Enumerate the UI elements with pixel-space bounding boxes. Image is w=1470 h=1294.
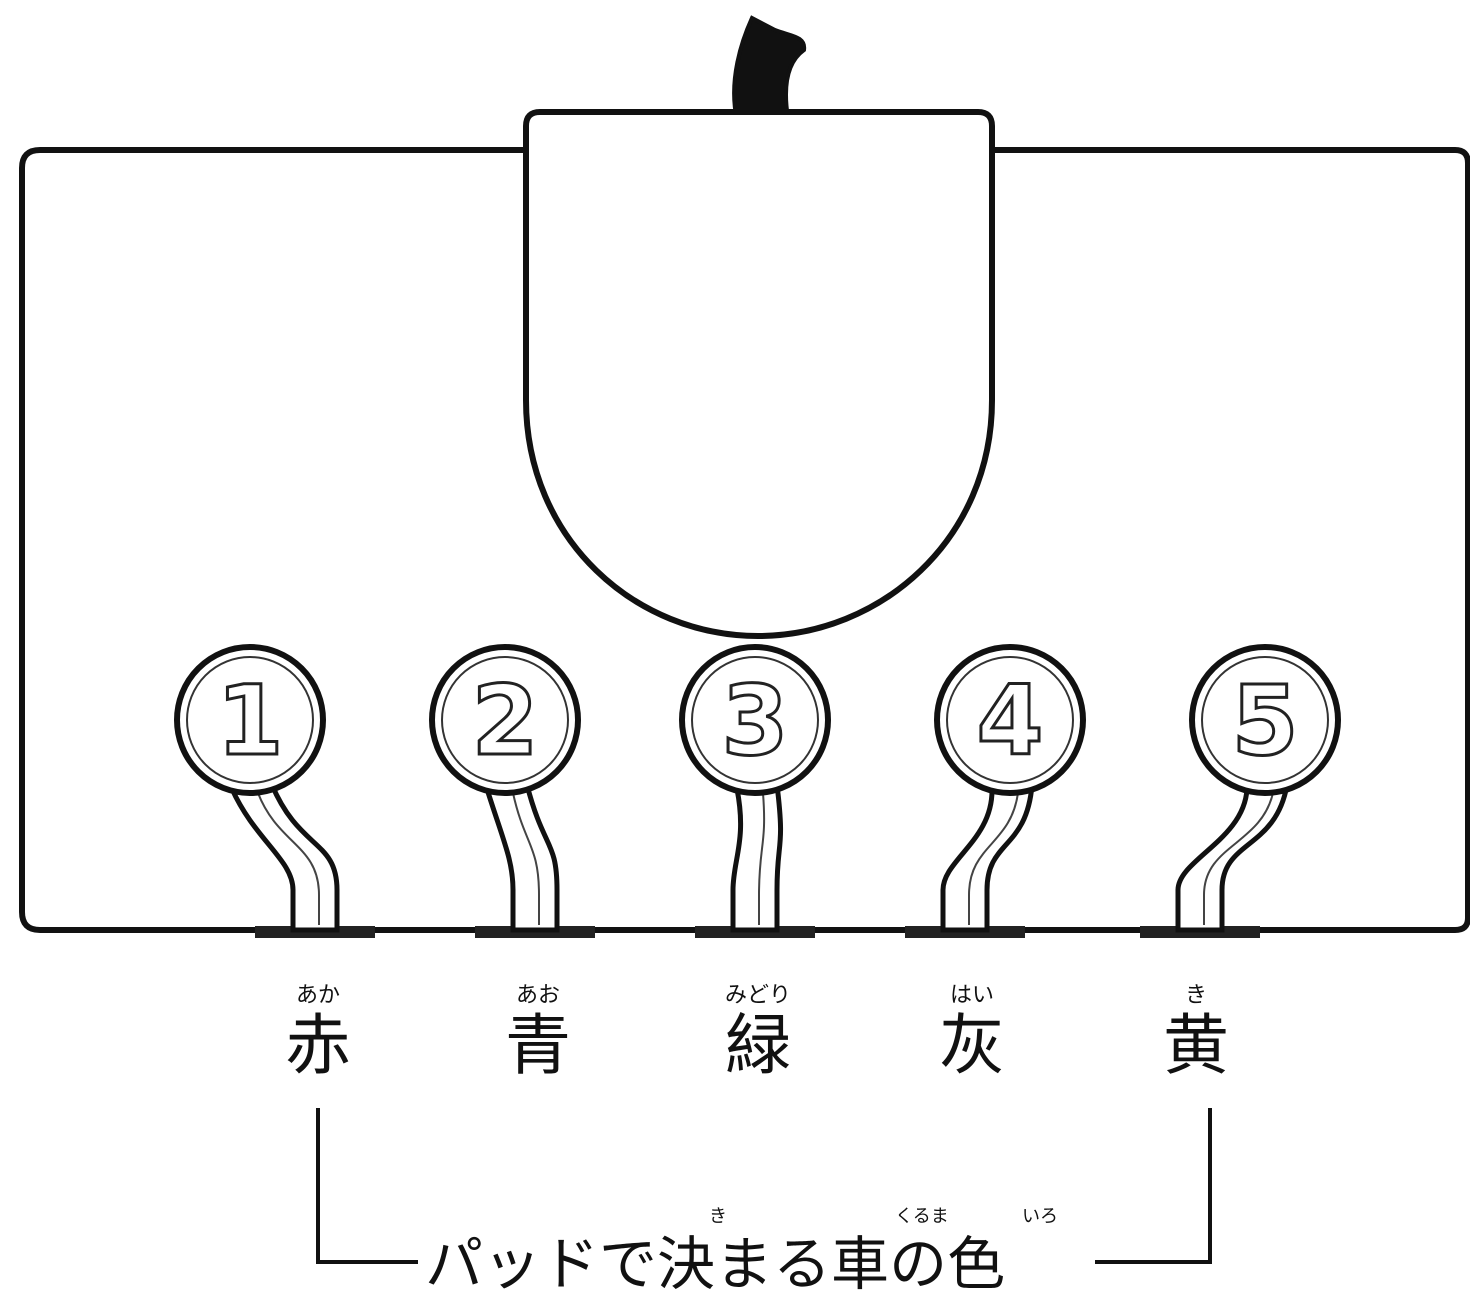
- pad-2[interactable]: 2: [429, 644, 595, 938]
- pad-inner-rim: [441, 656, 569, 784]
- pad-circle: [429, 644, 581, 796]
- pads-group: 1 2 3 4 5: [174, 644, 1341, 938]
- caption-kanji-kimaru: 決: [657, 1230, 715, 1294]
- pad-inner-rim: [1201, 656, 1329, 784]
- controller-cord: [732, 15, 807, 123]
- pad-5[interactable]: 5: [1140, 644, 1341, 938]
- caption-reading-iro: いろ: [1022, 1206, 1058, 1227]
- color-kanji: 黄: [1163, 1007, 1229, 1084]
- color-reading: あお: [516, 983, 560, 1008]
- color-reading: はい: [950, 983, 994, 1008]
- pad-circle: [679, 644, 831, 796]
- pad-stem-highlight: [758, 792, 766, 925]
- pad-3[interactable]: 3: [679, 644, 831, 938]
- color-kanji: 灰: [939, 1007, 1005, 1084]
- pad-number: 1: [217, 665, 284, 777]
- pad-number: 4: [977, 665, 1044, 777]
- color-reading: き: [1185, 983, 1207, 1008]
- caption-part-3: の: [889, 1230, 947, 1294]
- pad-stem-highlight: [968, 792, 1019, 925]
- pad-inner-rim: [946, 656, 1074, 784]
- pad-number: 5: [1232, 665, 1299, 777]
- color-reading: みどり: [725, 983, 791, 1008]
- pad-inner-rim: [186, 656, 314, 784]
- color-reading: あか: [296, 983, 340, 1008]
- pad-4[interactable]: 4: [905, 644, 1086, 938]
- pad-circle: [934, 644, 1086, 796]
- pad-1[interactable]: 1: [174, 644, 375, 938]
- color-kanji: 緑: [725, 1007, 791, 1084]
- controller-shape: [523, 109, 995, 640]
- caption-text: パッドで決まる車の色: [425, 1230, 1005, 1294]
- caption-part-1: パッドで: [425, 1230, 657, 1294]
- pad-number: 3: [722, 665, 789, 777]
- pad-inner-rim: [691, 656, 819, 784]
- caption-bracket-right: [1095, 1108, 1212, 1264]
- pad-stem-highlight: [257, 792, 320, 925]
- caption-part-2: まる: [715, 1230, 831, 1294]
- caption-bracket-left: [316, 1108, 418, 1264]
- pad-stem-highlight: [512, 792, 540, 925]
- caption-reading-kimaru: き: [709, 1206, 727, 1227]
- caption-reading-kuruma: くるま: [895, 1206, 949, 1227]
- color-kanji: 青: [505, 1007, 571, 1084]
- pad-stem: [730, 782, 784, 933]
- pad-stem: [228, 782, 340, 933]
- pad-circle: [174, 644, 326, 796]
- color-kanji: 赤: [285, 1007, 351, 1084]
- pad-circle: [1189, 644, 1341, 796]
- caption-kanji-kuruma: 車: [831, 1230, 889, 1294]
- pad-number: 2: [472, 665, 539, 777]
- caption-kanji-iro: 色: [947, 1230, 1005, 1294]
- pad-stem-highlight: [1203, 792, 1274, 925]
